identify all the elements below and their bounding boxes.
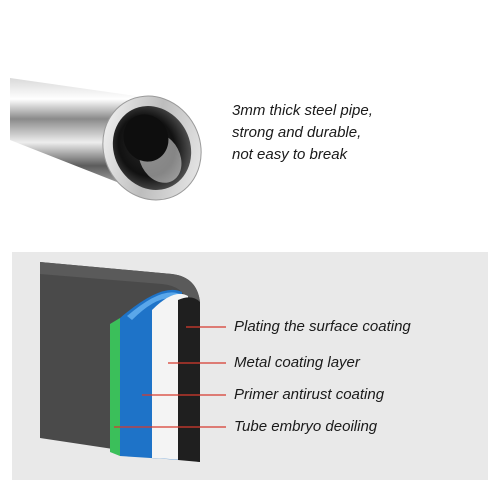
description-line-1: 3mm thick steel pipe, [232,102,373,119]
description-line-2: strong and durable, [232,124,362,141]
pipe-description: 3mm thick steel pipe, strong and durable… [232,100,492,166]
steel-pipe-panel: 3mm thick steel pipe, strong and durable… [0,0,500,245]
coating-layers-diagram [40,262,226,462]
label-tube-embryo: Tube embryo deoiling [234,418,378,435]
coating-layers-panel: Plating the surface coating Metal coatin… [12,252,488,480]
label-surface-plating: Plating the surface coating [234,318,411,335]
label-metal-coating: Metal coating layer [234,354,360,371]
description-line-3: not easy to break [232,146,348,163]
label-primer: Primer antirust coating [234,386,385,403]
steel-pipe-image [10,78,202,201]
